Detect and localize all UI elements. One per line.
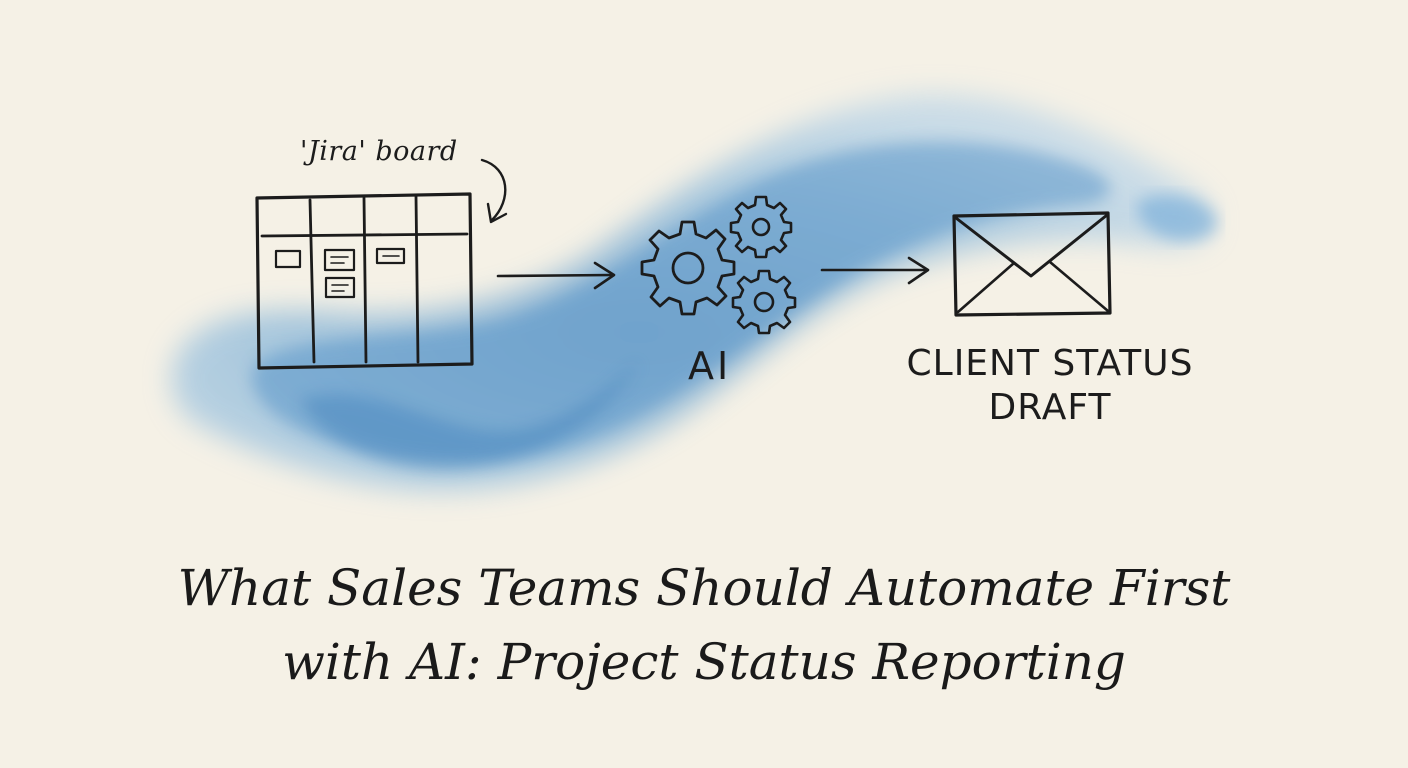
arrow-icon: [820, 256, 930, 285]
board-icon: [255, 192, 474, 370]
process-label: AI: [688, 344, 732, 388]
page-title-line-1: What Sales Teams Should Automate First: [177, 559, 1231, 617]
source-label: 'Jira' board: [300, 136, 458, 167]
envelope-icon: [952, 211, 1112, 317]
output-label: CLIENT STATUS DRAFT: [906, 343, 1194, 428]
arrow-icon: [496, 261, 616, 290]
label-pointer-arrow: [480, 158, 508, 224]
gears-icon: [640, 195, 797, 335]
page-title-line-2: with AI: Project Status Reporting: [282, 633, 1126, 691]
